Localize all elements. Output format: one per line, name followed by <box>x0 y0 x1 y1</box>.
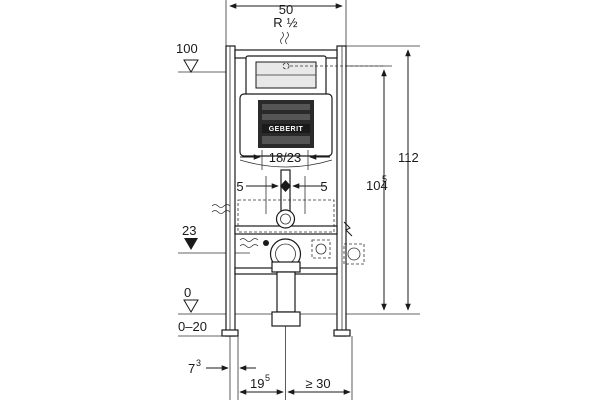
depth-sup: 3 <box>196 358 201 368</box>
axis-label: 19 <box>250 376 264 391</box>
offset-right-label: 5 <box>320 179 327 194</box>
supply-zone <box>237 199 335 233</box>
electric-icon <box>343 221 353 237</box>
height-dimension-outer: 112 <box>346 45 420 311</box>
waste-spacing-dimension: 18/23 <box>240 150 330 170</box>
connection-label: R <box>273 15 282 30</box>
water-supply-icon <box>211 204 231 214</box>
level-0-label: 0 <box>184 285 191 300</box>
level-100-label: 100 <box>176 41 198 56</box>
offset-left-label: 5 <box>236 179 243 194</box>
height-dimension-inner: 104 5 <box>346 65 392 311</box>
waste-outlet <box>269 238 302 327</box>
clearance-label: ≥ 30 <box>305 376 330 391</box>
level-100: 100 <box>176 41 234 73</box>
axis-sup: 5 <box>265 373 270 383</box>
brand-logo: GEBERIT <box>269 126 304 133</box>
height-inner-label: 104 <box>366 178 388 193</box>
width-label: 50 <box>279 2 293 17</box>
connection-point <box>282 62 290 70</box>
flush-pipe: 5 5 <box>236 169 328 229</box>
floor-range-label: 0–20 <box>178 319 207 334</box>
water-wave-icon <box>280 31 289 45</box>
width-dimension: 50 <box>225 0 347 48</box>
waste-spacing-label: 18/23 <box>269 150 302 165</box>
level-23-label: 23 <box>182 223 196 238</box>
water-connection: R ½ <box>273 15 298 45</box>
connection-fraction: ½ <box>287 15 298 30</box>
cistern: GEBERIT <box>239 55 384 168</box>
height-inner-sup: 5 <box>382 174 387 184</box>
electrical-box-outside <box>343 221 365 265</box>
water-supply-icon-lower <box>239 238 259 248</box>
centre-marker <box>280 180 291 192</box>
level-0: 0 0–20 <box>178 285 420 337</box>
level-23: 23 <box>178 223 250 254</box>
frame <box>221 45 351 337</box>
bottom-dimensions: 7 3 19 5 ≥ 30 <box>188 326 353 400</box>
depth-label: 7 <box>188 361 195 376</box>
height-outer-label: 112 <box>398 150 419 165</box>
electrical-box-frame <box>311 239 331 259</box>
